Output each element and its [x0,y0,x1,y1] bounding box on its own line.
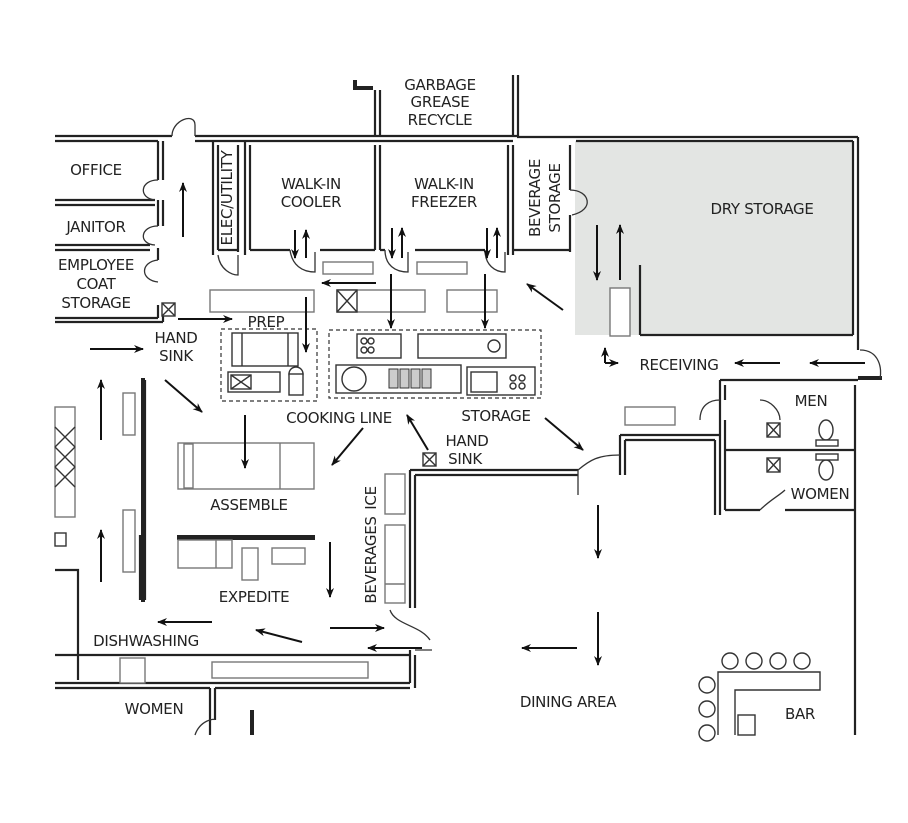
label-men: MEN [795,392,828,410]
walls [55,75,882,735]
flow-arrows [90,182,865,666]
label-ice: ICE [362,486,380,509]
label-hand-sink-2: HAND [445,432,488,450]
label-beverage-storage: STORAGE [546,163,564,232]
label-dining-area: DINING AREA [520,693,617,711]
label-office: OFFICE [70,161,122,179]
label-garbage: GARBAGE [404,76,476,94]
label-bar: BAR [785,705,815,723]
label-walk-in-freezer-1: WALK-IN [414,175,474,193]
label-beverage: BEVERAGE [526,159,544,237]
label-women-left: WOMEN [125,700,184,718]
label-prep: PREP [248,313,285,331]
label-hand-sink-1b: SINK [159,347,194,365]
label-storage: STORAGE [61,294,130,312]
label-expedite: EXPEDITE [219,588,290,606]
label-hand-sink-2b: SINK [448,450,483,468]
label-elec-utility: ELEC/UTILITY [218,149,236,245]
label-assemble: ASSEMBLE [210,496,287,514]
label-dry-storage: DRY STORAGE [710,200,813,218]
label-dishwashing: DISHWASHING [93,632,199,650]
room-labels: GARBAGE GREASE RECYCLE OFFICE JANITOR EM… [58,76,850,723]
label-walk-in-cooler-1: WALK-IN [281,175,341,193]
label-women-right: WOMEN [791,485,850,503]
label-janitor: JANITOR [65,218,125,236]
label-employee: EMPLOYEE [58,256,134,274]
label-storage-station: STORAGE [461,407,530,425]
label-hand-sink-1: HAND [154,329,197,347]
label-recycle: RECYCLE [408,111,473,129]
label-receiving: RECEIVING [639,356,718,374]
label-cooking-line: COOKING LINE [286,409,392,427]
label-beverages: BEVERAGES [362,516,380,603]
equipment [54,261,839,742]
label-coat: COAT [76,275,116,293]
label-walk-in-freezer-2: FREEZER [411,193,477,211]
label-walk-in-cooler-2: COOLER [281,193,342,211]
label-grease: GREASE [411,93,470,111]
